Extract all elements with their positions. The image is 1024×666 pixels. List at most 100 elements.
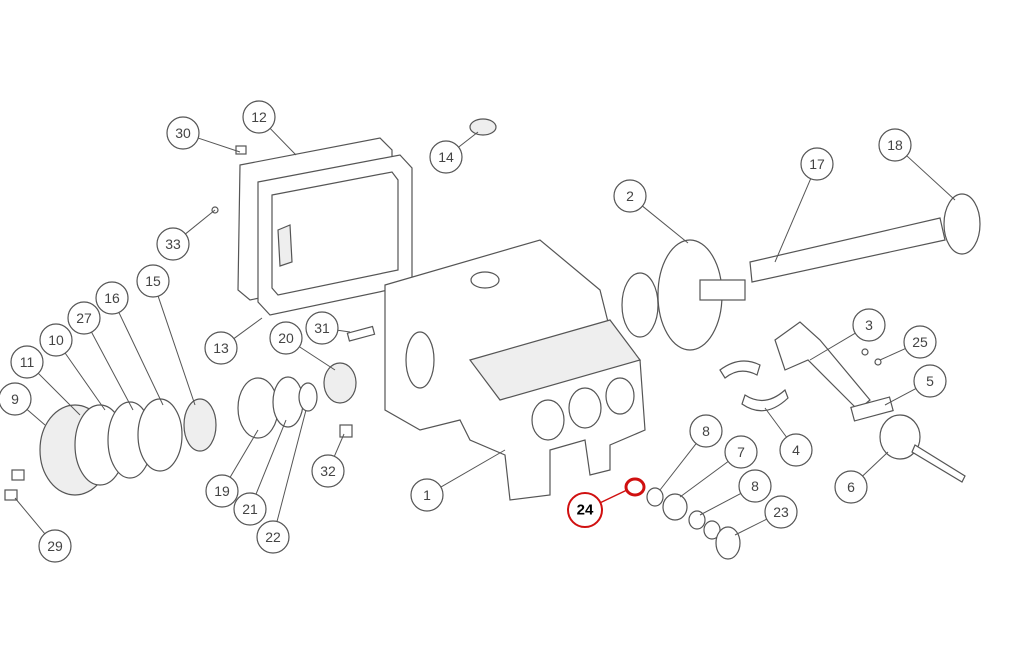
callout-circle <box>205 474 239 508</box>
callout-label: 29 <box>47 538 63 554</box>
nut-23 <box>715 526 741 560</box>
gasket-window <box>271 171 399 296</box>
callout-circle <box>764 495 798 529</box>
callout-14: 14 <box>429 140 463 174</box>
callout-label: 2 <box>626 188 634 204</box>
callout-circle <box>10 345 44 379</box>
callout-27: 27 <box>67 301 101 335</box>
connecting-rod <box>774 321 871 411</box>
callout-circle <box>233 492 267 526</box>
callout-circle <box>429 140 463 174</box>
seal-22 <box>298 382 318 412</box>
callout-circle <box>256 520 290 554</box>
callout-25: 25 <box>903 325 937 359</box>
callout-circle <box>166 116 200 150</box>
callout-label: 8 <box>751 478 759 494</box>
callout-label: 20 <box>278 330 294 346</box>
callout-circle <box>204 331 238 365</box>
callout-12: 12 <box>242 100 276 134</box>
leader-line-12 <box>269 128 297 156</box>
callout-label: 3 <box>865 317 873 333</box>
leader-line-5 <box>884 388 917 406</box>
callout-circle <box>834 470 868 504</box>
leader-line-7 <box>679 461 729 498</box>
leader-line-3 <box>809 332 856 361</box>
callout-18: 18 <box>878 128 912 162</box>
drive-shaft <box>749 217 946 283</box>
callout-label: 17 <box>809 156 825 172</box>
callout-19: 19 <box>205 474 239 508</box>
cover-handle <box>277 224 293 267</box>
callout-circle <box>305 311 339 345</box>
callout-label: 4 <box>792 442 800 458</box>
leader-line-8 <box>659 443 697 491</box>
callout-3: 3 <box>852 308 886 342</box>
plunger-rod <box>911 444 966 483</box>
callout-circle <box>136 264 170 298</box>
ring-8 <box>688 510 706 530</box>
callout-circle <box>878 128 912 162</box>
callout-label: 1 <box>423 487 431 503</box>
plug-32 <box>339 424 353 438</box>
callout-label: 33 <box>165 236 181 252</box>
callout-2: 2 <box>613 179 647 213</box>
callout-circle <box>724 435 758 469</box>
screw-25 <box>874 358 882 366</box>
cover-19 <box>237 377 279 439</box>
callout-17: 17 <box>800 147 834 181</box>
callout-circle <box>689 414 723 448</box>
callout-label: 32 <box>320 463 336 479</box>
callout-label: 6 <box>847 479 855 495</box>
callout-label: 12 <box>251 109 267 125</box>
callout-circle <box>67 301 101 335</box>
key-31 <box>346 325 376 342</box>
leader-line-1 <box>440 449 506 488</box>
callout-label: 13 <box>213 340 229 356</box>
callout-circle <box>800 147 834 181</box>
fitting-30 <box>235 145 247 155</box>
callout-label: 24 <box>577 502 594 519</box>
callout-circle <box>738 469 772 503</box>
leader-line-18 <box>906 155 956 201</box>
callout-label: 14 <box>438 149 454 165</box>
leader-line-21 <box>255 419 287 495</box>
callout-30: 30 <box>166 116 200 150</box>
callout-label: 22 <box>265 529 281 545</box>
leader-line-30 <box>198 137 241 153</box>
callout-circle <box>903 325 937 359</box>
gasket-21 <box>272 376 304 428</box>
wrist-pin <box>850 396 894 422</box>
callout-circle <box>613 179 647 213</box>
callout-circle <box>913 364 947 398</box>
leader-line-19 <box>229 429 259 478</box>
callout-circle <box>269 321 303 355</box>
bore <box>605 377 635 415</box>
callout-8: 8 <box>689 414 723 448</box>
leader-line-15 <box>157 295 196 406</box>
crankshaft-web <box>621 272 659 338</box>
callout-circle <box>95 281 129 315</box>
leader-lines <box>14 128 956 536</box>
crankcase-top <box>468 319 642 401</box>
screw-25 <box>861 348 869 356</box>
plug-29 <box>4 489 18 501</box>
callout-circle <box>779 433 813 467</box>
callout-16: 16 <box>95 281 129 315</box>
callout-circle <box>852 308 886 342</box>
callout-15: 15 <box>136 264 170 298</box>
leader-line-33 <box>185 209 216 235</box>
callout-31: 31 <box>305 311 339 345</box>
callout-label: 8 <box>702 423 710 439</box>
callout-label: 25 <box>912 334 928 350</box>
crankshaft-end <box>699 279 746 301</box>
callout-label: 7 <box>737 444 745 460</box>
leader-line-25 <box>879 348 906 361</box>
callout-5: 5 <box>913 364 947 398</box>
bore <box>531 399 565 441</box>
callout-circle <box>410 478 444 512</box>
leader-line-27 <box>91 331 134 411</box>
leader-line-13 <box>233 317 263 339</box>
callout-29: 29 <box>38 529 72 563</box>
ring-8 <box>646 487 664 507</box>
callout-1: 1 <box>410 478 444 512</box>
